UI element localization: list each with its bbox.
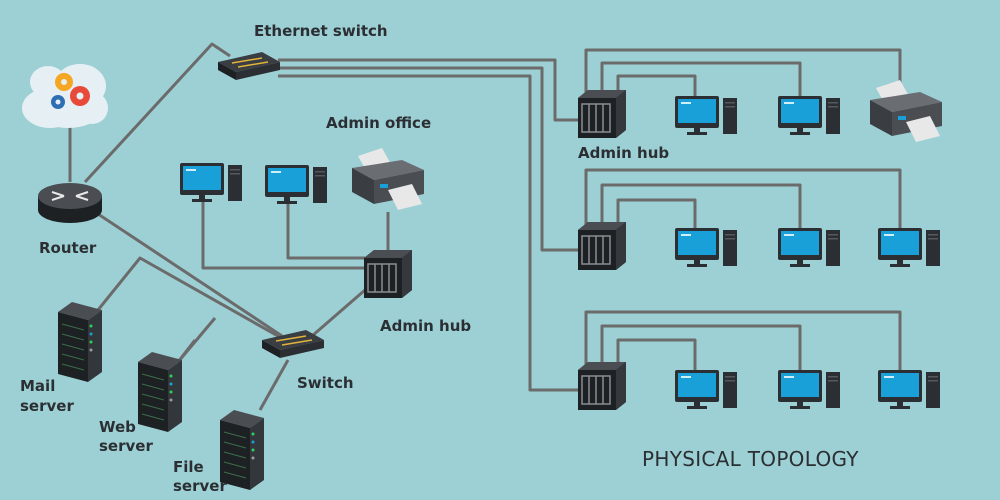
router-label: Router — [39, 239, 97, 257]
wire-mail-switch — [96, 256, 286, 342]
mail-server-label-1: Mail — [20, 377, 56, 395]
top-printer-icon — [870, 80, 942, 142]
wire-eth-adminhub-top — [278, 58, 578, 122]
middle-computer-3-icon — [878, 228, 940, 267]
cloud-icon — [22, 64, 108, 128]
wire-tophub-pc2 — [600, 61, 802, 98]
web-server-label-2: server — [99, 437, 153, 455]
web-server-label-1: Web — [99, 418, 136, 436]
diagram-title: PHYSICAL TOPOLOGY — [642, 447, 859, 471]
middle-computer-2-icon — [778, 228, 840, 267]
wire-eth-hub-mid — [278, 66, 578, 252]
wire-midhub-pc2 — [600, 183, 802, 230]
wire-officehub-switch — [311, 288, 366, 338]
top-computer-1-icon — [675, 96, 737, 135]
web-server-icon — [137, 351, 183, 433]
hub-bottom-icon — [577, 361, 627, 411]
file-server-label-2: server — [173, 477, 227, 495]
admin-office-label: Admin office — [326, 114, 432, 132]
wire-bothub-pc3 — [584, 310, 902, 372]
file-server-label-1: File — [173, 458, 204, 476]
wire-bothub-pc1 — [616, 338, 697, 372]
wire-midhub-pc3 — [584, 168, 902, 230]
bottom-computer-1-icon — [675, 370, 737, 409]
wire-eth-hub-bottom — [278, 74, 578, 392]
switch-label: Switch — [297, 374, 354, 392]
top-computer-2-icon — [778, 96, 840, 135]
admin-office-computer-1-icon — [180, 163, 242, 202]
ethernet-switch-icon — [217, 51, 281, 81]
wire-router-ethernet-switch — [83, 42, 231, 184]
wire-web-switch-hidden — [180, 316, 232, 360]
admin-office-printer-icon — [352, 148, 424, 210]
wire-office-pc1 — [201, 200, 365, 270]
wire-router-switch — [94, 210, 283, 338]
bottom-computer-3-icon — [878, 370, 940, 409]
router-icon — [38, 183, 102, 223]
admin-office-hub-label: Admin hub — [380, 317, 472, 335]
wire-midhub-pc1 — [616, 198, 697, 230]
wire-file-switch — [258, 359, 290, 411]
admin-office-computer-2-icon — [265, 165, 327, 204]
bottom-computer-2-icon — [778, 370, 840, 409]
hub-middle-icon — [577, 221, 627, 271]
mail-server-icon — [57, 301, 103, 383]
admin-hub-top-label: Admin hub — [578, 144, 670, 162]
wire-tophub-pc1 — [616, 74, 697, 98]
wire-web-stub2 — [176, 339, 197, 363]
admin-hub-top-icon — [577, 89, 627, 139]
admin-office-hub-icon — [363, 249, 413, 299]
wire-bothub-pc2 — [600, 324, 802, 372]
wire-office-pc2 — [286, 200, 365, 260]
mail-server-label-2: server — [20, 397, 74, 415]
middle-computer-1-icon — [675, 228, 737, 267]
wire-tophub-printer — [584, 48, 902, 96]
ethernet-switch-label: Ethernet switch — [254, 22, 388, 40]
